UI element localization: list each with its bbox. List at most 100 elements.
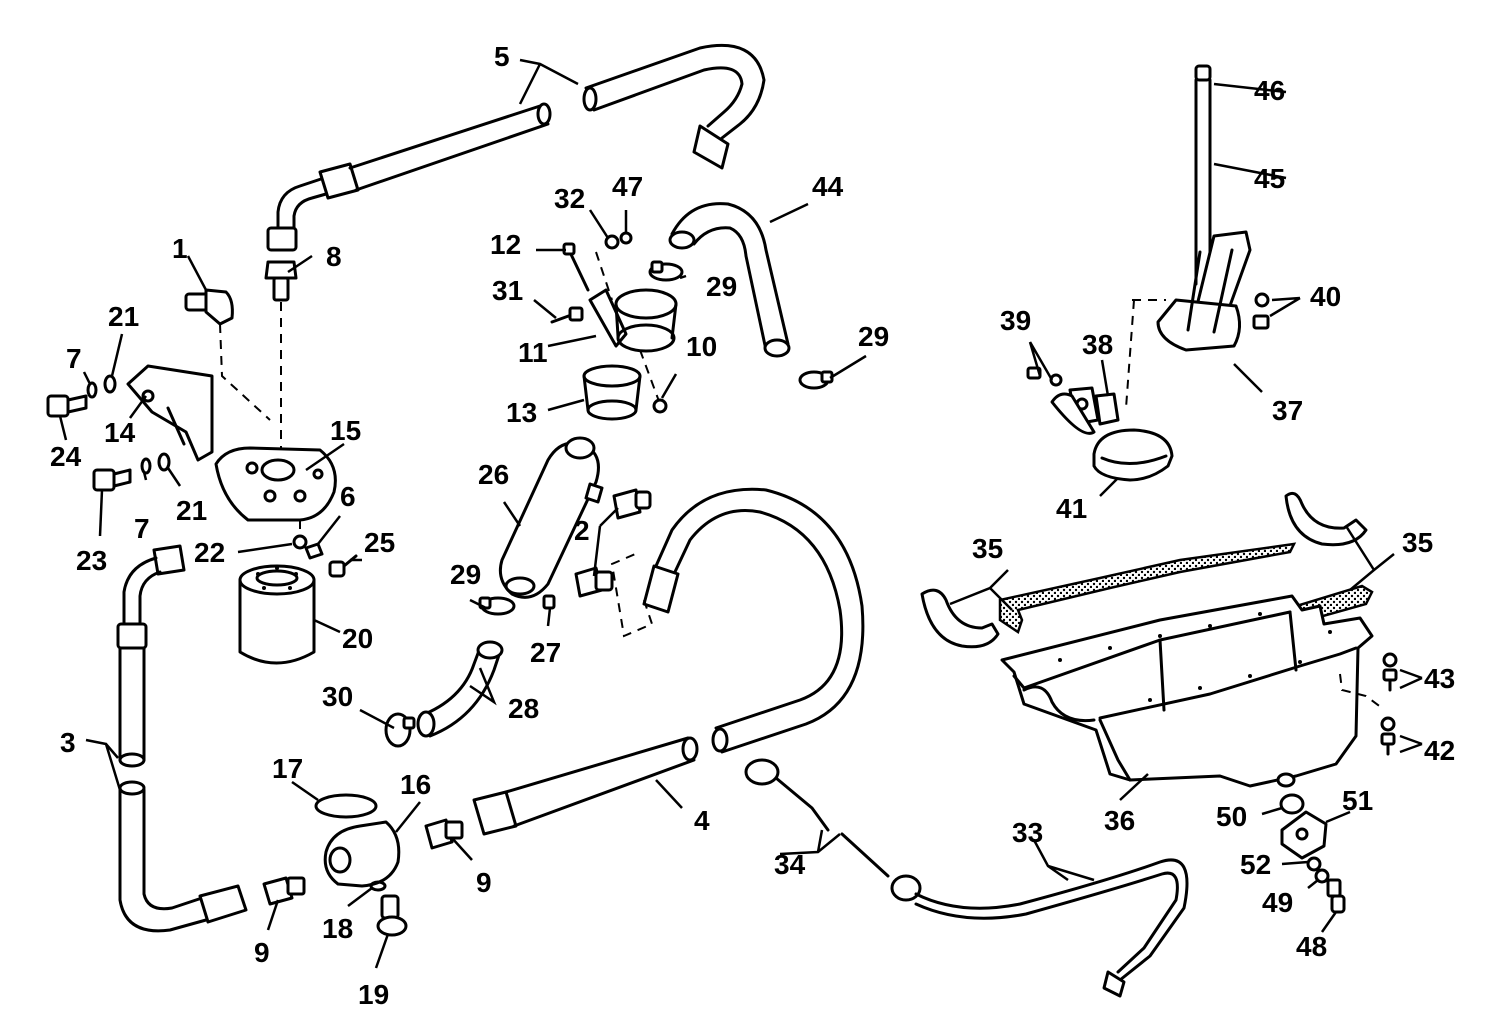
callout-52: 52 (1240, 849, 1271, 880)
callout-10: 10 (686, 331, 717, 362)
callout-17: 17 (272, 753, 303, 784)
callout-15: 15 (330, 415, 361, 446)
leader-lines (58, 58, 1423, 969)
bolt-24 (46, 394, 88, 418)
plug-48 (1326, 878, 1346, 914)
dipstick-tube-33 (890, 858, 1189, 998)
filter-adapter-15 (214, 446, 337, 522)
callout-50: 50 (1216, 801, 1247, 832)
flange-38 (1094, 392, 1120, 426)
nut-10 (652, 398, 668, 414)
callout-49: 49 (1262, 887, 1293, 918)
fitting-9-left (262, 876, 306, 906)
nut-32 (604, 234, 620, 250)
callout-7-top: 7 (66, 343, 82, 374)
callout-22: 22 (194, 537, 225, 568)
callout-27: 27 (530, 637, 561, 668)
assembly-line-43 (1339, 673, 1383, 709)
rear-seal-35-left (920, 588, 1000, 649)
callout-7-lower: 7 (134, 513, 150, 544)
callout-43: 43 (1424, 663, 1455, 694)
bracket-11 (588, 288, 628, 348)
callout-9-left: 9 (254, 937, 270, 968)
callout-40: 40 (1310, 281, 1341, 312)
drain-plug-19 (376, 894, 408, 937)
callout-32: 32 (554, 183, 585, 214)
callout-12: 12 (490, 229, 521, 260)
callout-45: 45 (1254, 163, 1285, 194)
callout-24: 24 (50, 441, 82, 472)
bolt-31 (550, 306, 584, 324)
lockwasher-7-top (86, 381, 98, 399)
screen-41 (1050, 392, 1174, 482)
washer-47 (619, 231, 633, 245)
o-ring-18 (369, 880, 387, 892)
callout-29-cooler: 29 (450, 559, 481, 590)
oil-filter-20 (238, 564, 316, 665)
callout-14: 14 (104, 417, 136, 448)
washer-21-lower (157, 452, 171, 472)
lockwasher-7-lower (140, 457, 152, 475)
filter-cap-16 (323, 820, 401, 888)
hose-clamp-29-cooler (478, 596, 516, 616)
pan-gasket-35-left (998, 542, 1297, 634)
assembly-line-1 (219, 323, 271, 421)
callout-35-left: 35 (972, 533, 1003, 564)
oil-pan-36 (1000, 594, 1374, 788)
callout-29-lower: 29 (858, 321, 889, 352)
screw-39 (1026, 366, 1063, 387)
rear-seal-35-right (1284, 491, 1368, 547)
o-ring-17 (314, 793, 378, 819)
fitting-2-upper (612, 488, 652, 520)
callout-46: 46 (1254, 75, 1285, 106)
bolt-25 (328, 554, 358, 578)
callout-20: 20 (342, 623, 373, 654)
callout-21-top: 21 (108, 301, 139, 332)
oil-line-4 (472, 487, 865, 836)
tube-45-46 (1194, 64, 1212, 286)
callout-28: 28 (508, 693, 539, 724)
callout-36: 36 (1104, 805, 1135, 836)
adapter-51 (1280, 810, 1328, 860)
dipstick-34 (744, 758, 890, 878)
callout-16: 16 (400, 769, 431, 800)
callout-2: 2 (574, 515, 590, 546)
callout-23: 23 (76, 545, 107, 576)
callout-11: 11 (518, 337, 548, 368)
screw-40 (1252, 292, 1270, 330)
callout-30: 30 (322, 681, 353, 712)
fitting-8 (264, 260, 298, 302)
elbow-fitting-1 (184, 288, 234, 326)
hose-clamp-29-upper (648, 260, 684, 282)
screw-12 (562, 242, 590, 292)
fitting-2-lower (574, 566, 614, 598)
callout-39: 39 (1000, 305, 1031, 336)
callout-34: 34 (774, 849, 806, 880)
fitting-27 (542, 594, 556, 610)
nut-6 (304, 542, 324, 560)
callout-labels: 5 8 1 21 7 14 24 15 7 21 23 22 6 25 20 3… (50, 41, 1455, 1010)
callout-3: 3 (60, 727, 76, 758)
bolt-43 (1382, 652, 1398, 692)
assembly-line-12 (595, 251, 613, 301)
callout-25: 25 (364, 527, 395, 558)
callout-48: 48 (1296, 931, 1327, 962)
sleeve-13 (582, 364, 642, 421)
callout-41: 41 (1056, 493, 1087, 524)
callout-42: 42 (1424, 735, 1455, 766)
bracket-14 (126, 364, 214, 462)
clamp-band (614, 288, 678, 353)
callout-31: 31 (492, 275, 523, 306)
callout-9-right: 9 (476, 867, 492, 898)
bolt-23 (92, 468, 132, 492)
callout-29-upper: 29 (706, 271, 737, 302)
assembly-line-38 (1125, 299, 1135, 409)
callout-18: 18 (322, 913, 353, 944)
callout-35-right: 35 (1402, 527, 1433, 558)
callout-5: 5 (494, 41, 510, 72)
callout-47: 47 (612, 171, 643, 202)
washer-22 (292, 534, 308, 550)
hose-clamp-29-lower (798, 370, 834, 390)
gasket-50 (1279, 793, 1305, 815)
